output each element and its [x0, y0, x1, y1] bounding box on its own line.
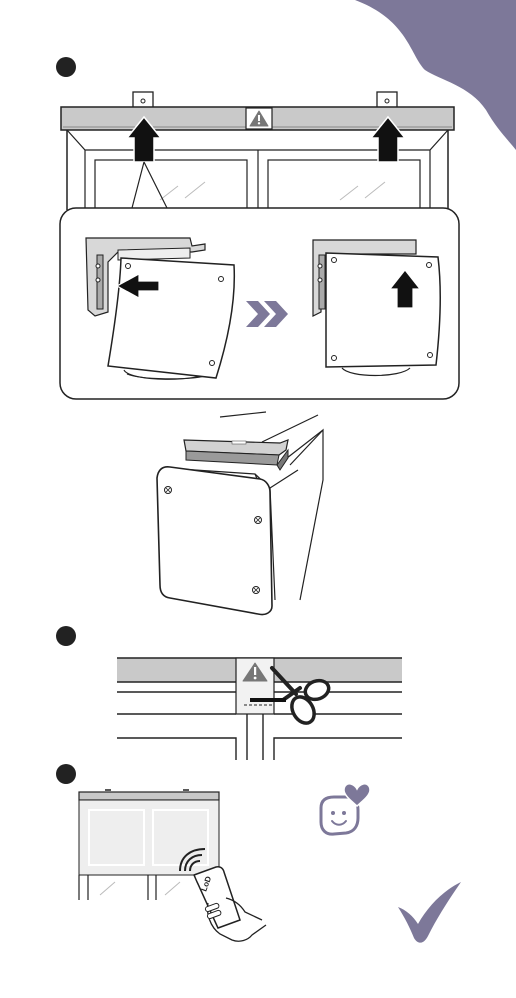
happy-face-heart-icon — [321, 784, 370, 834]
cut-warning-label-view — [117, 658, 402, 760]
headrail-top — [61, 92, 454, 210]
step-1-dot — [56, 57, 76, 77]
cover-seated-detail — [313, 240, 440, 376]
remote-control-icon: LoD — [194, 867, 266, 941]
checkmark-icon — [398, 882, 461, 943]
bracket-right — [377, 92, 397, 108]
bracket-left — [133, 92, 153, 108]
step-2-dot — [56, 626, 76, 646]
step-3-dot — [56, 764, 76, 784]
headrail-end-cap-view — [157, 412, 323, 615]
